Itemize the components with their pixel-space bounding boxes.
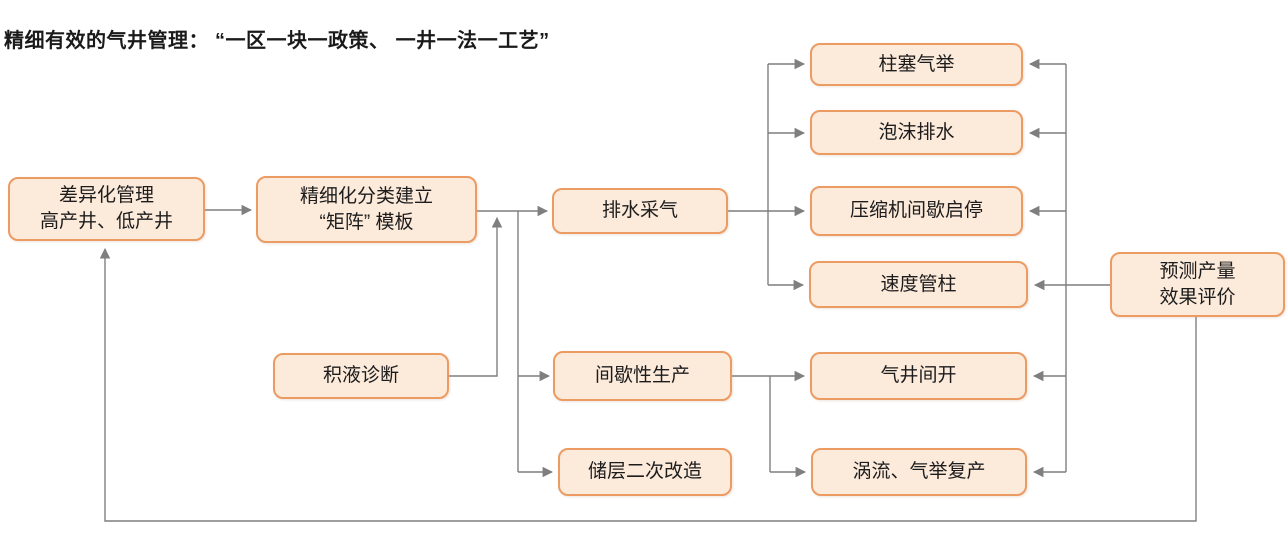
node-label: 储层二次改造 — [587, 461, 702, 483]
node-label: 积液诊断 — [322, 365, 399, 387]
node-label-line1: 预测产量 — [1159, 260, 1236, 282]
node-label: 间歇性生产 — [594, 365, 690, 387]
node-plunger-gas-lift: 柱塞气举 — [810, 43, 1023, 86]
node-liquid-diagnosis: 积液诊断 — [273, 353, 449, 399]
node-label: 速度管柱 — [880, 273, 957, 295]
node-velocity-string: 速度管柱 — [809, 261, 1028, 308]
node-label: 气井间开 — [880, 365, 957, 387]
node-reservoir-restimulation: 储层二次改造 — [558, 448, 732, 496]
node-label-line2: “矩阵” 模板 — [319, 211, 414, 233]
node-matrix-template: 精细化分类建立 “矩阵” 模板 — [256, 176, 477, 243]
node-differentiated-management: 差异化管理 高产井、低产井 — [8, 177, 205, 241]
node-label: 压缩机间歇启停 — [849, 200, 983, 222]
node-well-intermittent-open: 气井间开 — [810, 352, 1027, 400]
node-compressor-intermittent: 压缩机间歇启停 — [810, 186, 1023, 236]
node-label-line1: 差异化管理 — [58, 185, 154, 207]
node-drainage-gas-recovery: 排水采气 — [552, 188, 728, 234]
node-label: 泡沫排水 — [878, 121, 955, 143]
node-predict-evaluate: 预测产量 效果评价 — [1110, 252, 1285, 317]
node-intermittent-production: 间歇性生产 — [553, 351, 732, 401]
node-label: 涡流、气举复产 — [852, 461, 986, 483]
edge-feedback-loop — [99, 247, 1197, 522]
node-foam-drainage: 泡沫排水 — [810, 110, 1023, 155]
node-label-line2: 效果评价 — [1159, 286, 1236, 308]
diagram-title: 精细有效的气井管理： “一区一块一政策、 一井一法一工艺” — [4, 30, 550, 52]
edge-diagnosis-up — [449, 216, 503, 377]
node-label-line1: 精细化分类建立 — [299, 185, 433, 207]
node-label: 排水采气 — [601, 200, 678, 222]
node-vortex-gas-lift-restart: 涡流、气举复产 — [811, 448, 1027, 496]
node-label-line2: 高产井、低产井 — [39, 211, 173, 232]
node-label: 柱塞气举 — [878, 53, 955, 75]
